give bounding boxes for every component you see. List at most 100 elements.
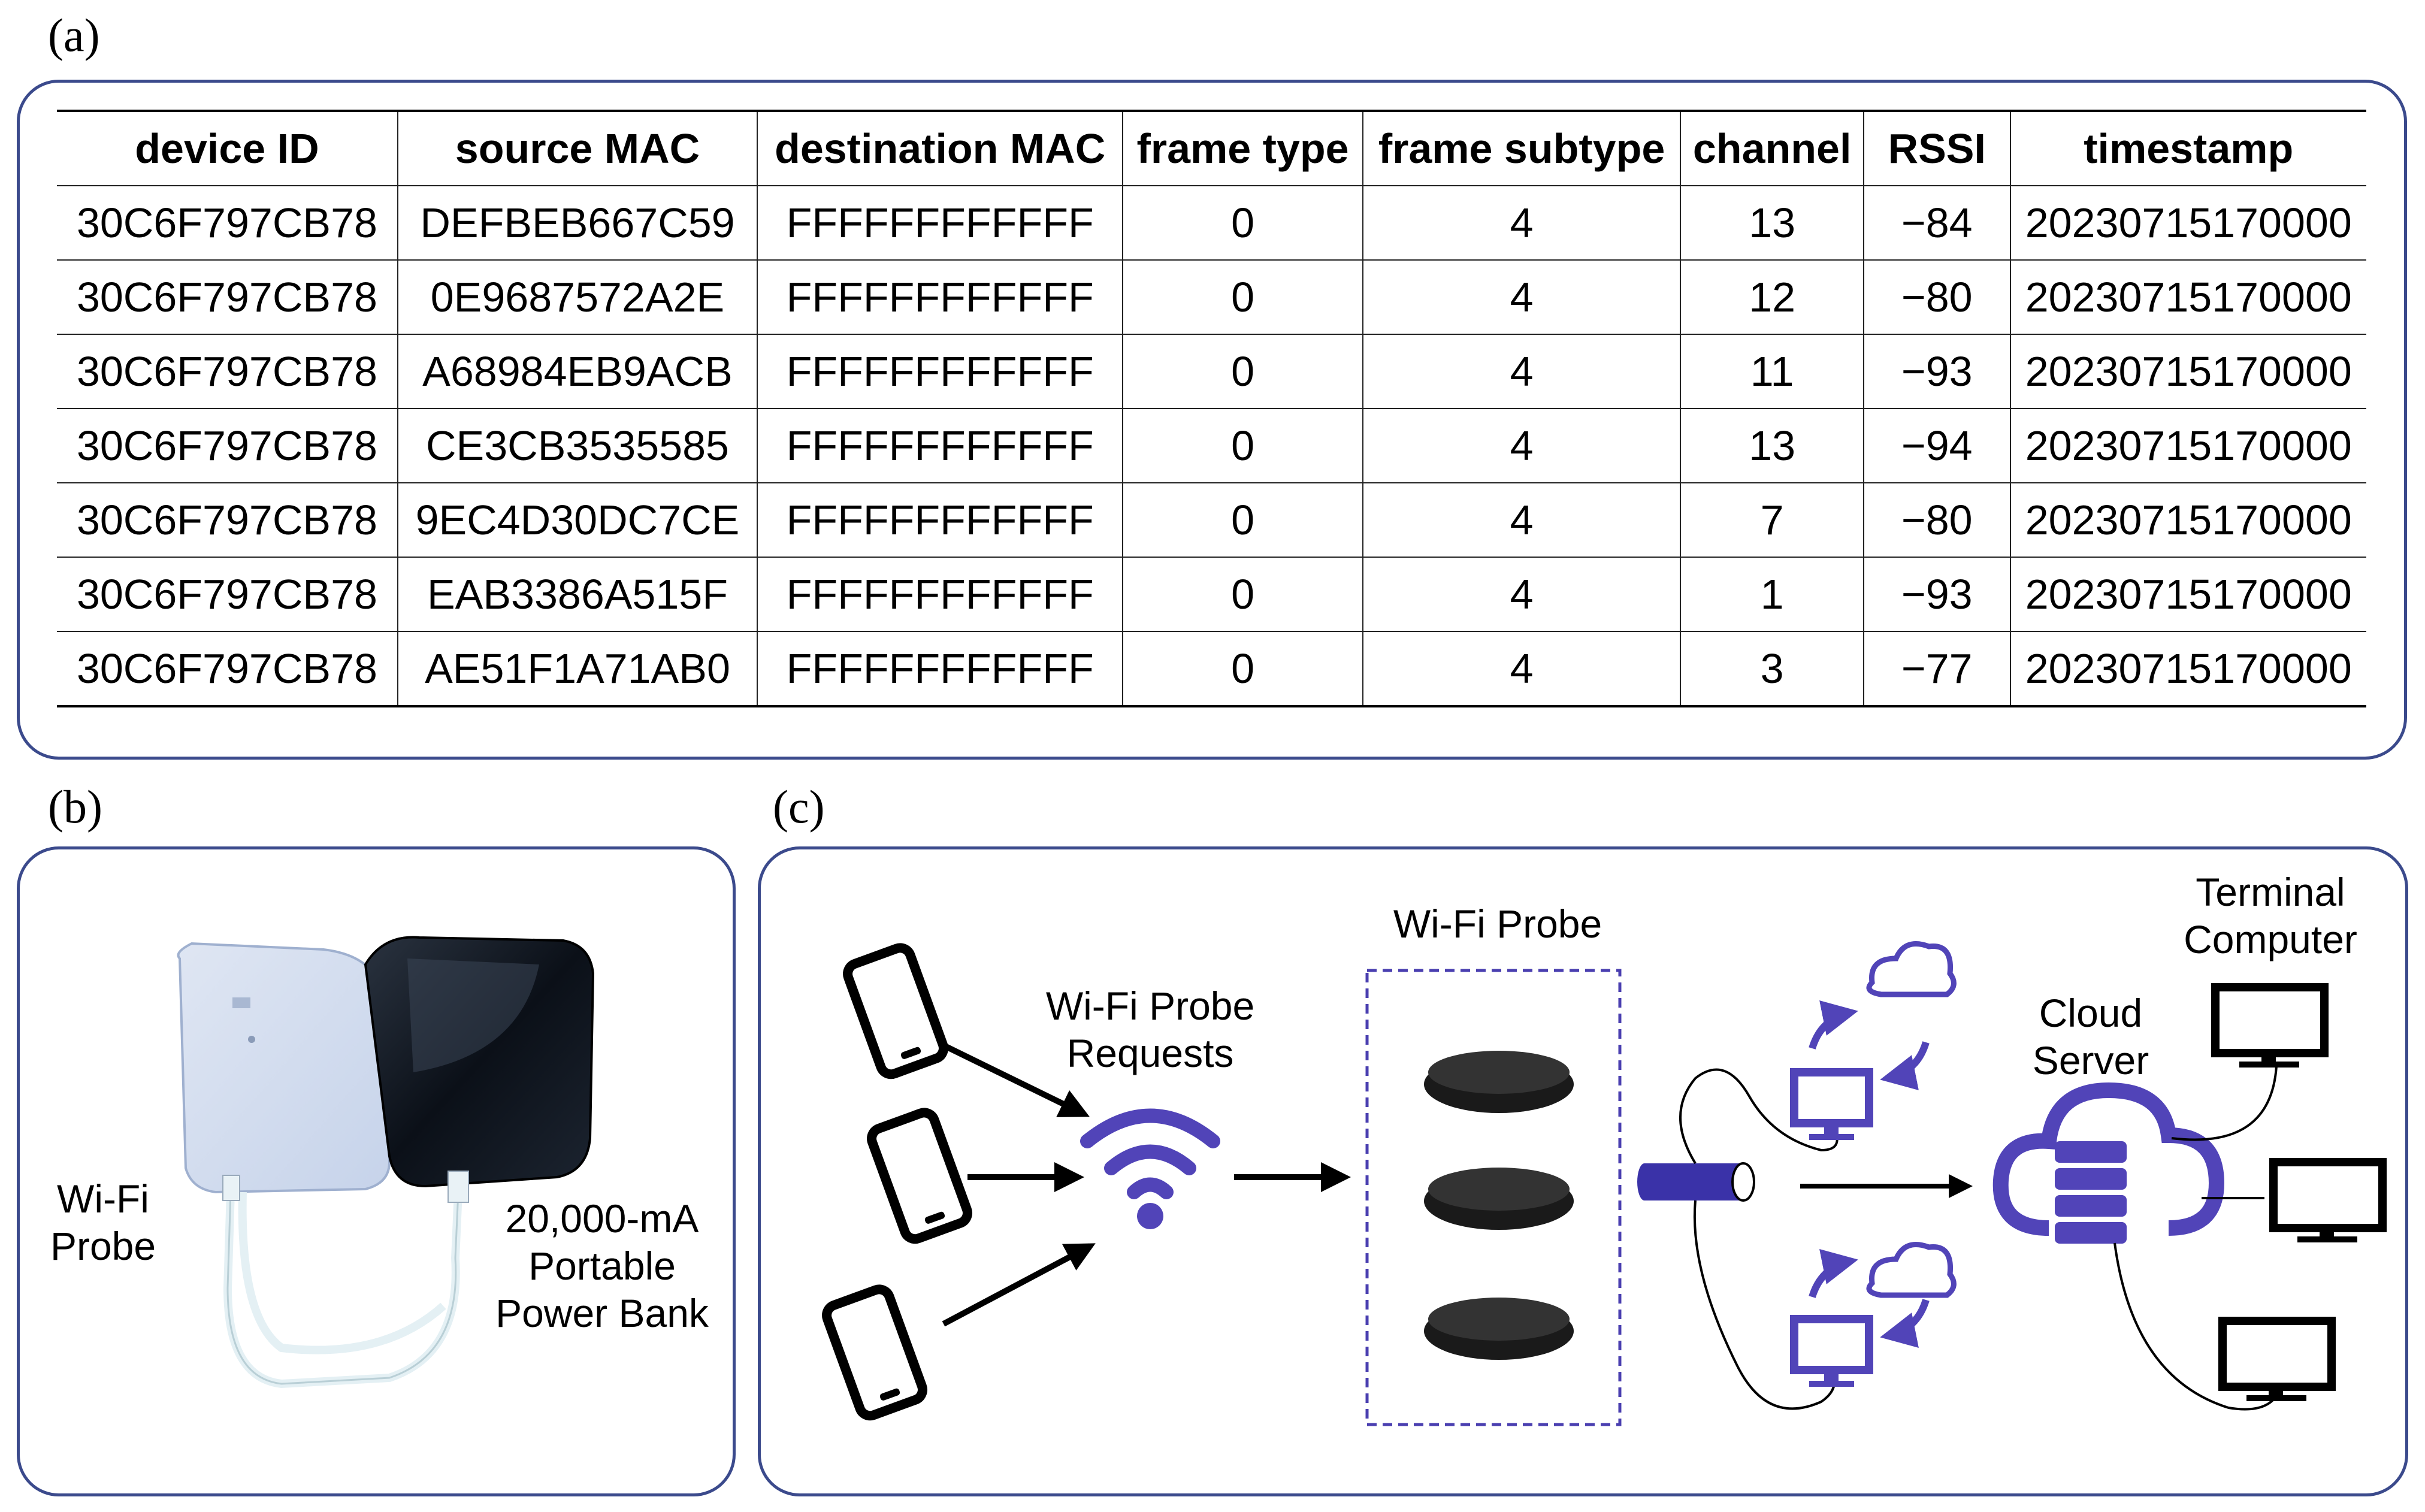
cell-frame-type: 0: [1122, 259, 1363, 335]
terminal-monitor-icon: [2269, 1158, 2387, 1242]
cell-frame-subtype: 4: [1362, 185, 1682, 261]
cell-timestamp: 20230715170000: [2009, 557, 2366, 632]
cell-timestamp: 20230715170000: [2009, 259, 2366, 335]
table-header-row: device ID source MAC destination MAC fra…: [57, 110, 2366, 186]
probe-box-title: Wi-Fi Probe: [1393, 902, 1602, 946]
panel-label-b: (b): [48, 781, 102, 833]
cell-device-id: 30C6F797CB78: [57, 482, 398, 558]
col-header-channel: channel: [1680, 110, 1865, 186]
cell-destination-mac: FFFFFFFFFFFF: [757, 557, 1124, 632]
cell-source-mac: 0E9687572A2E: [397, 259, 758, 335]
terminal-monitor-icon: [2218, 1317, 2336, 1401]
cell-source-mac: AE51F1A71AB0: [397, 631, 758, 707]
cloud-server-icon: [1992, 1082, 2225, 1244]
cell-channel: 12: [1680, 259, 1865, 335]
wifi-icon: [1080, 1108, 1220, 1199]
cell-frame-subtype: 4: [1362, 482, 1682, 558]
cell-frame-type: 0: [1122, 631, 1363, 707]
col-header-source-mac: source MAC: [397, 110, 758, 186]
cell-destination-mac: FFFFFFFFFFFF: [757, 259, 1124, 335]
cell-rssi: −93: [1863, 557, 2011, 632]
probe-device-icon: [1424, 1051, 1574, 1113]
panel-c-frame: [758, 846, 2408, 1496]
cell-rssi: −94: [1863, 408, 2011, 483]
col-header-rssi: RSSI: [1863, 110, 2011, 186]
power-bank-label: 20,000-mA Portable Power Bank: [495, 1196, 709, 1336]
cell-channel: 7: [1680, 482, 1865, 558]
monitor-sync-icon: [1790, 1242, 1957, 1387]
cell-timestamp: 20230715170000: [2009, 631, 2366, 707]
terminal-monitor-icon: [2211, 983, 2329, 1068]
cell-source-mac: 9EC4D30DC7CE: [397, 482, 758, 558]
cell-destination-mac: FFFFFFFFFFFF: [757, 185, 1124, 261]
terminal-computer-label: Terminal Computer: [2184, 870, 2357, 962]
cell-timestamp: 20230715170000: [2009, 408, 2366, 483]
cell-channel: 3: [1680, 631, 1865, 707]
col-header-timestamp: timestamp: [2009, 110, 2366, 186]
col-header-device-id: device ID: [57, 110, 398, 186]
col-header-frame-type: frame type: [1122, 110, 1363, 186]
cell-frame-subtype: 4: [1362, 259, 1682, 335]
panel-label-c: (c): [773, 781, 825, 833]
cell-rssi: −80: [1863, 482, 2011, 558]
cell-device-id: 30C6F797CB78: [57, 408, 398, 483]
probe-group-box: [1365, 969, 1622, 1426]
cell-source-mac: DEFBEB667C59: [397, 185, 758, 261]
cell-rssi: −77: [1863, 631, 2011, 707]
cell-source-mac: A68984EB9ACB: [397, 334, 758, 409]
col-header-destination-mac: destination MAC: [757, 110, 1124, 186]
cell-source-mac: CE3CB3535585: [397, 408, 758, 483]
cell-destination-mac: FFFFFFFFFFFF: [757, 408, 1124, 483]
cell-rssi: −93: [1863, 334, 2011, 409]
cell-device-id: 30C6F797CB78: [57, 631, 398, 707]
cell-timestamp: 20230715170000: [2009, 482, 2366, 558]
cell-device-id: 30C6F797CB78: [57, 557, 398, 632]
cell-channel: 1: [1680, 557, 1865, 632]
cell-frame-subtype: 4: [1362, 631, 1682, 707]
smartphone-icon: [822, 1284, 927, 1421]
cell-device-id: 30C6F797CB78: [57, 185, 398, 261]
cell-destination-mac: FFFFFFFFFFFF: [757, 334, 1124, 409]
cell-frame-type: 0: [1122, 482, 1363, 558]
smartphone-icon: [843, 943, 948, 1079]
cell-frame-subtype: 4: [1362, 408, 1682, 483]
probe-label: Wi-Fi Probe: [50, 1177, 156, 1269]
cell-device-id: 30C6F797CB78: [57, 334, 398, 409]
cell-frame-subtype: 4: [1362, 334, 1682, 409]
cloud-server-label: Cloud Server: [2032, 991, 2149, 1083]
cell-frame-type: 0: [1122, 185, 1363, 261]
power-bank-photo: [364, 936, 595, 1188]
cell-source-mac: EAB3386A515F: [397, 557, 758, 632]
cell-frame-type: 0: [1122, 557, 1363, 632]
cell-frame-subtype: 4: [1362, 557, 1682, 632]
cell-timestamp: 20230715170000: [2009, 334, 2366, 409]
cell-channel: 11: [1680, 334, 1865, 409]
cell-timestamp: 20230715170000: [2009, 185, 2366, 261]
cell-channel: 13: [1680, 408, 1865, 483]
pipe-icon: [1637, 1162, 1755, 1202]
cell-frame-type: 0: [1122, 334, 1363, 409]
smartphone-icon: [867, 1108, 972, 1244]
col-header-frame-subtype: frame subtype: [1362, 110, 1682, 186]
probe-device-icon: [1424, 1298, 1574, 1360]
cell-rssi: −84: [1863, 185, 2011, 261]
cell-rssi: −80: [1863, 259, 2011, 335]
cell-device-id: 30C6F797CB78: [57, 259, 398, 335]
cell-frame-type: 0: [1122, 408, 1363, 483]
panel-label-a: (a): [48, 9, 100, 61]
monitor-sync-icon: [1790, 941, 1957, 1140]
cell-destination-mac: FFFFFFFFFFFF: [757, 631, 1124, 707]
requests-label: Wi-Fi Probe Requests: [1045, 984, 1255, 1076]
cell-destination-mac: FFFFFFFFFFFF: [757, 482, 1124, 558]
cell-channel: 13: [1680, 185, 1865, 261]
wifi-probe-data-table: device ID source MAC destination MAC fra…: [57, 110, 2366, 707]
